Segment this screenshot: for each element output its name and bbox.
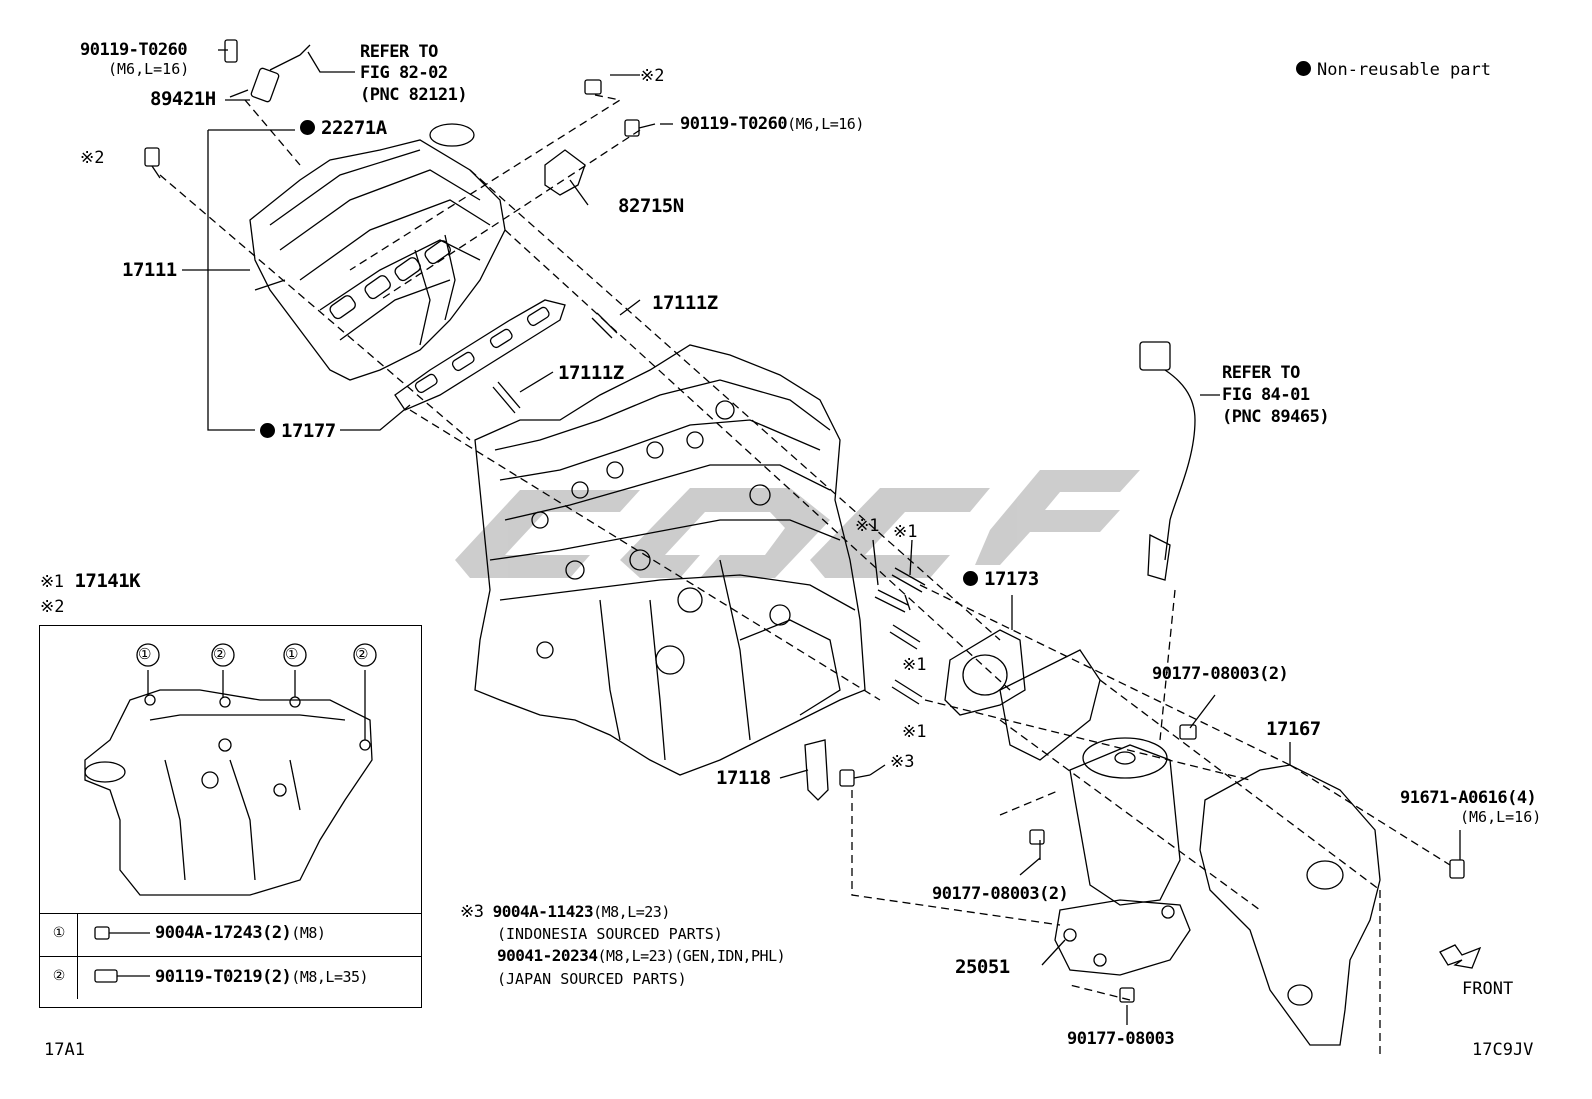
- inset-title-mark: ※1: [40, 572, 64, 592]
- label-25051: 25051: [955, 956, 1010, 978]
- inset-row-2-part: 90119-T0219(2)(M8,L=35): [155, 967, 369, 987]
- label-90119-mid-spec: (M6,L=16): [787, 115, 864, 133]
- refer-1-line1: REFER TO: [360, 42, 438, 62]
- mark-1-d: ※1: [902, 722, 927, 742]
- refer-2-line1: REFER TO: [1222, 363, 1300, 383]
- note3-line1-spec: (M8,L=23): [593, 903, 670, 921]
- inset-title-part: 17141K: [74, 570, 141, 592]
- label-91671-spec: (M6,L=16): [1460, 808, 1542, 826]
- label-17177: 17177: [260, 420, 336, 442]
- label-17173: 17173: [963, 568, 1039, 590]
- note3-line2: (INDONESIA SOURCED PARTS): [497, 925, 723, 943]
- legend-text: Non-reusable part: [1317, 60, 1491, 80]
- label-90119-T0260-top-spec: (M6,L=16): [108, 60, 190, 78]
- code-left: 17A1: [44, 1040, 85, 1060]
- inset-row-1-num-cell: ①: [40, 914, 78, 956]
- legend-non-reusable: Non-reusable part: [1296, 60, 1491, 80]
- refer-2-line2: FIG 84-01: [1222, 385, 1310, 405]
- note3-line3: 90041-20234(M8,L=23)(GEN,IDN,PHL): [497, 946, 786, 965]
- heat-insulator-17167: [1199, 764, 1381, 1046]
- bolts: [144, 79, 1465, 1003]
- note3-line3-part: 90041-20234: [497, 946, 598, 965]
- inset-row-2: ② 90119-T0219(2)(M8,L=35): [40, 956, 421, 999]
- non-reusable-dot-icon: [1296, 61, 1311, 76]
- inset-row-1-part-text: 9004A-17243(2): [155, 923, 292, 943]
- bracket-82715N: [544, 149, 586, 196]
- inset-manifold-drawing: [84, 643, 377, 983]
- inset-row-2-part-text: 90119-T0219(2): [155, 967, 292, 987]
- inset-box: ① 9004A-17243(2)(M8) ② 90119-T0219(2)(M8…: [39, 625, 422, 1008]
- refer-1-line2: FIG 82-02: [360, 63, 448, 83]
- inset-row-2-spec: (M8,L=35): [291, 968, 369, 986]
- label-90177-08003-a: 90177-08003(2): [1152, 664, 1289, 684]
- label-17173-text: 17173: [984, 568, 1039, 590]
- inset-row-1-part: 9004A-17243(2)(M8): [155, 923, 326, 943]
- inset-row-1-spec: (M8): [291, 924, 326, 942]
- note3-line1: ※3 9004A-11423(M8,L=23): [460, 902, 670, 922]
- mark-1-b: ※1: [893, 522, 918, 542]
- inset-callout-2: ②: [213, 645, 227, 663]
- inset-title: ※1 17141K: [40, 570, 141, 592]
- manifold-gasket-17177: [394, 299, 566, 411]
- mark-1-c: ※1: [902, 655, 927, 675]
- label-22271A: 22271A: [300, 117, 387, 139]
- inset-callout-1: ①: [138, 645, 152, 663]
- mark-3: ※3: [890, 752, 915, 772]
- intake-manifold-17111: [249, 123, 506, 381]
- label-17111Z-a: 17111Z: [652, 292, 718, 314]
- mark-1-a: ※1: [855, 516, 880, 536]
- label-17118: 17118: [716, 767, 771, 789]
- front-label: FRONT: [1462, 979, 1514, 999]
- leader-lines: [182, 49, 1461, 1025]
- inset-row-2-num: ②: [52, 968, 66, 984]
- inset-callout-3: ①: [285, 645, 299, 663]
- label-17167: 17167: [1266, 718, 1321, 740]
- label-90119-T0260-mid: 90119-T0260(M6,L=16): [680, 114, 864, 134]
- non-reusable-dot-icon: [260, 423, 275, 438]
- label-89421H: 89421H: [150, 88, 216, 110]
- non-reusable-dot-icon: [963, 571, 978, 586]
- inset-row-1: ① 9004A-17243(2)(M8): [40, 913, 421, 956]
- exhaust-gasket-17173: [944, 629, 1026, 716]
- assembly-dashed-lines: [159, 94, 1451, 1055]
- inset-row-1-num: ①: [52, 925, 66, 941]
- inset-row-2-num-cell: ②: [40, 957, 78, 999]
- oxygen-sensor: [1139, 341, 1196, 581]
- inset-callout-4: ②: [355, 645, 369, 663]
- label-90177-08003-c: 90177-08003: [1067, 1029, 1175, 1049]
- front-arrow-icon: [1439, 944, 1482, 969]
- label-22271A-text: 22271A: [321, 117, 387, 139]
- non-reusable-dot-icon: [300, 120, 315, 135]
- label-90177-08003-b: 90177-08003(2): [932, 884, 1069, 904]
- mark-2-b: ※2: [640, 66, 665, 86]
- studs-17111Z: [492, 312, 618, 414]
- label-90119-mid-part: 90119-T0260: [680, 114, 788, 134]
- label-17111: 17111: [122, 259, 177, 281]
- note3-mark: ※3: [460, 902, 484, 922]
- watermark-logo: [455, 470, 1140, 578]
- mark-2-a: ※2: [80, 148, 105, 168]
- refer-2-line3: (PNC 89465): [1222, 407, 1330, 427]
- label-17177-text: 17177: [281, 420, 336, 442]
- code-right: 17C9JV: [1472, 1040, 1534, 1060]
- label-17111Z-b: 17111Z: [558, 362, 624, 384]
- camshaft-sensor-89421H: [224, 39, 311, 103]
- inset-title-mark2: ※2: [40, 597, 65, 617]
- note3-line3-spec: (M8,L=23)(GEN,IDN,PHL): [597, 947, 786, 965]
- bracket-17118: [804, 739, 829, 801]
- studs-17141K: [874, 567, 926, 705]
- note3-line4: (JAPAN SOURCED PARTS): [497, 970, 687, 988]
- label-90119-T0260-top: 90119-T0260: [80, 40, 188, 60]
- exhaust-manifold-converter-25051: [999, 649, 1191, 976]
- label-82715N: 82715N: [618, 195, 684, 217]
- note3-line1-part: 9004A-11423: [492, 902, 594, 921]
- label-91671-A0616: 91671-A0616(4): [1400, 788, 1537, 808]
- refer-1-line3: (PNC 82121): [360, 85, 468, 105]
